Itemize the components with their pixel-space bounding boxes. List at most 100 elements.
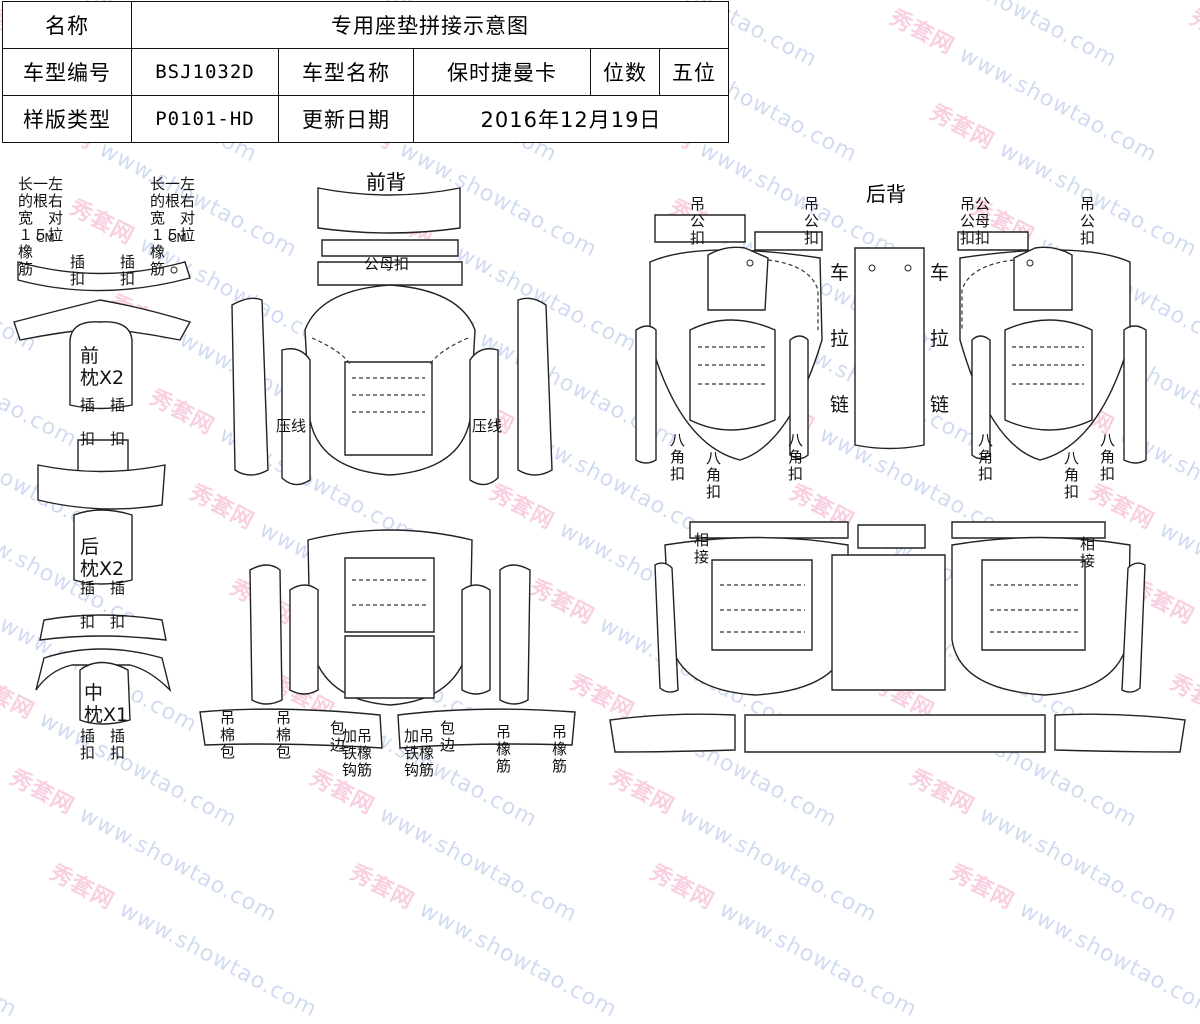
hang-wire-edge-2: 包 边: [440, 719, 456, 754]
join-label-right: 相 接: [1080, 535, 1096, 570]
rear-back-top-right: [754, 231, 823, 251]
eight-corner-buckle-6: 八 角 扣: [1100, 431, 1116, 483]
rear-center-panel: [854, 247, 925, 450]
model-code-value: BSJ1032D: [131, 48, 279, 96]
rear-back-left-side-1: [635, 325, 657, 464]
mid-pillow-arc: [35, 648, 172, 693]
info-table: 名称 专用座垫拼接示意图 车型编号 BSJ1032D 车型名称 保时捷曼卡 位数…: [2, 1, 729, 143]
rear-back-title: 后背: [866, 182, 906, 206]
rear-seat-center-main: [831, 554, 946, 691]
front-back-headpiece: [317, 187, 461, 234]
rear-seat-bottom-left: [609, 713, 736, 753]
hang-buckle-1: 吊 公 扣: [690, 195, 706, 247]
update-date-value: 2016年12月19日: [413, 95, 729, 143]
rear-back-right-side-2: [971, 335, 991, 460]
watermark-text: 秀套网www.showtao.com: [345, 860, 622, 1023]
front-back-center: [344, 361, 433, 456]
front-seat-front: [344, 635, 435, 699]
pattern-diagram: [13, 187, 1186, 753]
rear-pillow-top: [37, 464, 166, 510]
mid-pillow-label: 中 枕X1: [84, 682, 129, 726]
rear-back-right-side-1: [1123, 325, 1147, 464]
rear-pillow-body: [73, 509, 133, 585]
front-back-inner-right: [469, 348, 499, 486]
rear-back-left-side-2: [789, 335, 809, 460]
update-date-key: 更新日期: [278, 95, 414, 143]
watermark-text: 秀套网www.showtao.com: [45, 860, 322, 1023]
front-pillow-buckle: 插 插 扣 扣: [80, 396, 126, 448]
hang-buckle-3: 吊公 公母 扣扣: [960, 195, 991, 247]
front-seat-side-right: [499, 564, 531, 705]
zipper-label-right: 车 拉 链: [930, 262, 950, 416]
hang-strip-left: [199, 708, 383, 749]
front-seat-side-left: [249, 564, 283, 705]
rear-seat-strip-right: [951, 521, 1106, 539]
buckle-label-a2: 插 扣: [120, 253, 136, 288]
front-back-side-right: [517, 297, 553, 476]
rear-seat-bottom-right: [1054, 713, 1186, 753]
seats-key: 位数: [590, 48, 660, 96]
front-seat-wing-left: [289, 584, 319, 695]
hang-wire-2: 加吊 铁橡 钩筋: [404, 727, 435, 779]
template-type-key: 样版类型: [2, 95, 132, 143]
elastic-label-right: 长一左 的根右 宽 对 １５拉 橡 筋: [150, 175, 196, 278]
rear-seat-right-center: [981, 559, 1086, 651]
rear-back-left-head: [707, 246, 769, 311]
watermark-text: 秀套网www.showtao.com: [945, 860, 1200, 1023]
eight-corner-buckle-5: 八 角 扣: [1064, 449, 1080, 501]
seats-value: 五位: [659, 48, 729, 96]
hang-cotton-2: 吊 棉 包: [276, 709, 292, 761]
rear-seat-left-side: [654, 562, 679, 693]
front-seat-wing-right: [461, 584, 491, 695]
hang-strip-right: [397, 708, 576, 749]
hang-elastic-2: 吊 橡 筋: [552, 723, 568, 775]
model-name-key: 车型名称: [278, 48, 414, 96]
eight-corner-buckle-3: 八 角 扣: [788, 431, 804, 483]
front-back-strip-2: [317, 261, 463, 286]
hang-wire-1: 加吊 铁橡 钩筋: [342, 727, 373, 779]
rear-back-top-left: [654, 214, 746, 243]
mid-pillow-strip: [39, 614, 167, 641]
model-name-value: 保时捷曼卡: [413, 48, 591, 96]
rear-pillow-buckle: 插 插 扣 扣: [80, 579, 126, 631]
rear-seat-strip-left: [689, 521, 849, 539]
front-pillow-label: 前 枕X2: [80, 345, 125, 389]
hang-buckle-2: 吊 公 扣: [804, 195, 820, 247]
cm-label-right: CM: [168, 231, 187, 245]
cm-label-left: CM: [36, 231, 55, 245]
rear-back-left-center: [689, 319, 776, 431]
rear-back-right-center: [1004, 319, 1093, 431]
rear-seat-right-side: [1121, 562, 1146, 693]
front-back-inner-left: [281, 348, 311, 486]
hang-wire-edge-1: 包 边: [330, 719, 346, 754]
male-female-buckle-label: 公母扣: [364, 255, 410, 273]
template-type-value: P0101-HD: [131, 95, 279, 143]
name-value: 专用座垫拼接示意图: [131, 1, 729, 49]
watermark-text: 秀套网www.showtao.com: [0, 897, 22, 1023]
front-pillow-body: [69, 321, 133, 410]
model-code-key: 车型编号: [2, 48, 132, 96]
press-line-right: 压线: [472, 417, 503, 435]
buckle-label-a1: 插 扣: [70, 253, 86, 288]
rear-pillow-label: 后 枕X2: [80, 536, 125, 580]
hang-buckle-4: 吊 公 扣: [1080, 195, 1096, 247]
join-label-left: 相 接: [694, 531, 710, 566]
zipper-label-left: 车 拉 链: [830, 262, 850, 416]
mid-pillow-body: [79, 661, 131, 725]
eight-corner-buckle-4: 八 角 扣: [978, 431, 994, 483]
front-seat-center: [344, 557, 435, 633]
eight-corner-buckle-2: 八 角 扣: [706, 449, 722, 501]
watermark-text: 秀套网www.showtao.com: [645, 860, 922, 1023]
mid-pillow-buckle: 插 插 扣 扣: [80, 727, 126, 762]
name-key: 名称: [2, 1, 132, 49]
front-back-side-left: [231, 297, 269, 476]
elastic-label-left: 长一左 的根右 宽 对 １５拉 橡 筋: [18, 175, 64, 278]
hang-cotton-1: 吊 棉 包: [220, 709, 236, 761]
rear-seat-left-center: [711, 559, 813, 651]
elastic-strip-top: [17, 261, 191, 292]
rear-seat-bottom-center: [744, 714, 1046, 753]
front-back-title: 前背: [366, 170, 406, 194]
rear-seat-center-top: [857, 524, 926, 549]
eight-corner-buckle-1: 八 角 扣: [670, 431, 686, 483]
front-back-strip-1: [321, 239, 459, 257]
